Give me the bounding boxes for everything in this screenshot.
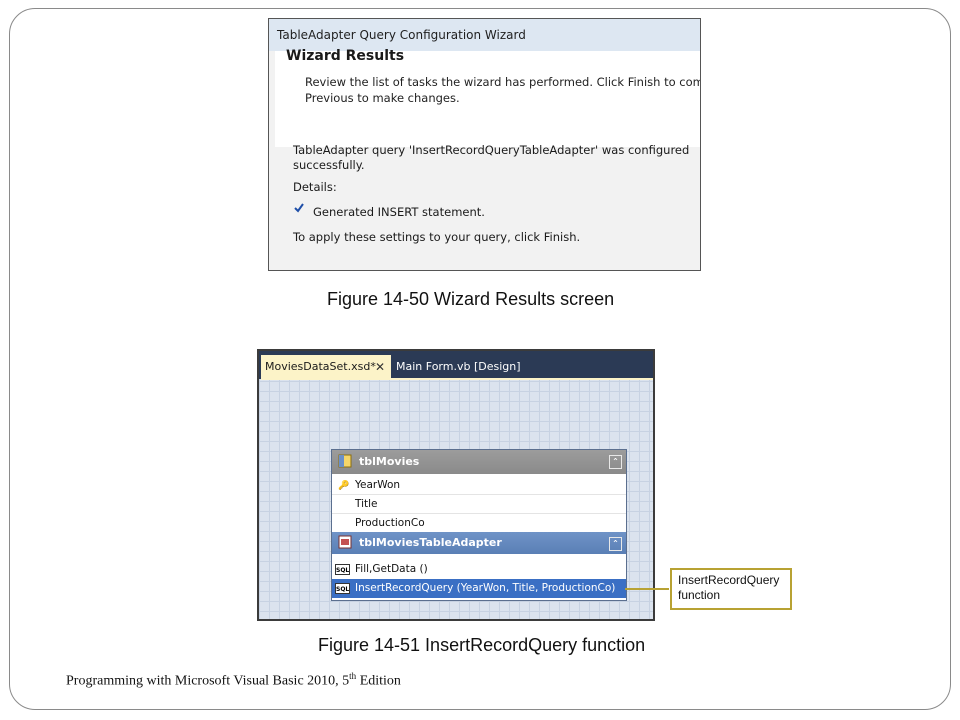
caption-figure-14-51: Figure 14-51 InsertRecordQuery function — [318, 635, 646, 655]
collapse-icon[interactable]: ⌃ — [609, 455, 622, 469]
callout-line1: InsertRecordQuery — [678, 573, 780, 587]
collapse-icon[interactable]: ⌃ — [609, 537, 622, 551]
tab-main-form[interactable]: Main Form.vb [Design] — [396, 360, 521, 373]
result-line1: TableAdapter query 'InsertRecordQueryTab… — [293, 143, 690, 157]
wizard-title: TableAdapter Query Configuration Wizard — [269, 19, 700, 51]
callout-line2: function — [678, 588, 721, 602]
wizard-dialog: TableAdapter Query Configuration Wizard … — [268, 18, 701, 271]
wizard-heading: Wizard Results — [286, 48, 405, 64]
footer-text-after: Edition — [356, 673, 401, 689]
result-line2: successfully. — [293, 158, 365, 172]
tblmovies-datatable[interactable]: tblMovies ⌃ 🔑 YearWon Title ProductionCo… — [331, 449, 627, 601]
caption-figure-14-50: Figure 14-50 Wizard Results screen — [327, 289, 615, 309]
column-row[interactable]: ProductionCo — [332, 514, 626, 533]
tab-moviesdataset-label: MoviesDataSet.xsd* — [265, 360, 376, 373]
slide-frame — [9, 8, 951, 710]
sql-query-icon: SQL — [335, 564, 350, 575]
tableadapter-header[interactable]: tblMoviesTableAdapter ⌃ — [332, 532, 626, 554]
checkmark-icon — [294, 203, 304, 213]
key-icon: 🔑 — [338, 481, 350, 491]
details-label: Details: — [293, 180, 337, 194]
footer-text: Programming with Microsoft Visual Basic … — [66, 673, 350, 689]
close-icon[interactable]: ✕ — [374, 360, 385, 374]
dataset-designer: MoviesDataSet.xsd* ✕ Main Form.vb [Desig… — [257, 349, 655, 621]
datatable-name: tblMovies — [359, 455, 420, 468]
datatable-icon — [338, 454, 352, 468]
tableadapter-icon — [338, 535, 352, 549]
column-row[interactable]: Title — [332, 495, 626, 514]
wizard-description: Review the list of tasks the wizard has … — [305, 74, 701, 106]
column-name: ProductionCo — [355, 517, 425, 529]
callout-box: InsertRecordQuery function — [670, 568, 792, 610]
sql-query-icon: SQL — [335, 583, 350, 594]
column-name: Title — [355, 498, 378, 510]
wizard-header-panel — [275, 51, 700, 147]
query-name: Fill,GetData () — [355, 563, 428, 575]
footer-superscript: th — [349, 671, 357, 681]
query-row[interactable]: SQL Fill,GetData () — [332, 560, 626, 579]
query-name: InsertRecordQuery (YearWon, Title, Produ… — [355, 582, 616, 594]
tab-moviesdataset[interactable]: MoviesDataSet.xsd* ✕ — [261, 355, 391, 379]
column-row[interactable]: 🔑 YearWon — [332, 476, 626, 495]
callout-leader-line — [625, 588, 669, 590]
tableadapter-name: tblMoviesTableAdapter — [359, 536, 502, 549]
query-row-selected[interactable]: SQL InsertRecordQuery (YearWon, Title, P… — [332, 579, 626, 598]
detail-item: Generated INSERT statement. — [313, 205, 485, 219]
wizard-body — [269, 147, 700, 270]
tab-underline — [261, 378, 653, 380]
datatable-header[interactable]: tblMovies ⌃ — [332, 450, 626, 474]
slide-footer: Programming with Microsoft Visual Basic … — [66, 671, 401, 690]
result-message: TableAdapter query 'InsertRecordQueryTab… — [293, 143, 689, 173]
wizard-description-line1: Review the list of tasks the wizard has … — [305, 75, 701, 89]
apply-text: To apply these settings to your query, c… — [293, 230, 581, 244]
wizard-description-line2: Previous to make changes. — [305, 91, 460, 105]
column-name: YearWon — [355, 479, 401, 491]
